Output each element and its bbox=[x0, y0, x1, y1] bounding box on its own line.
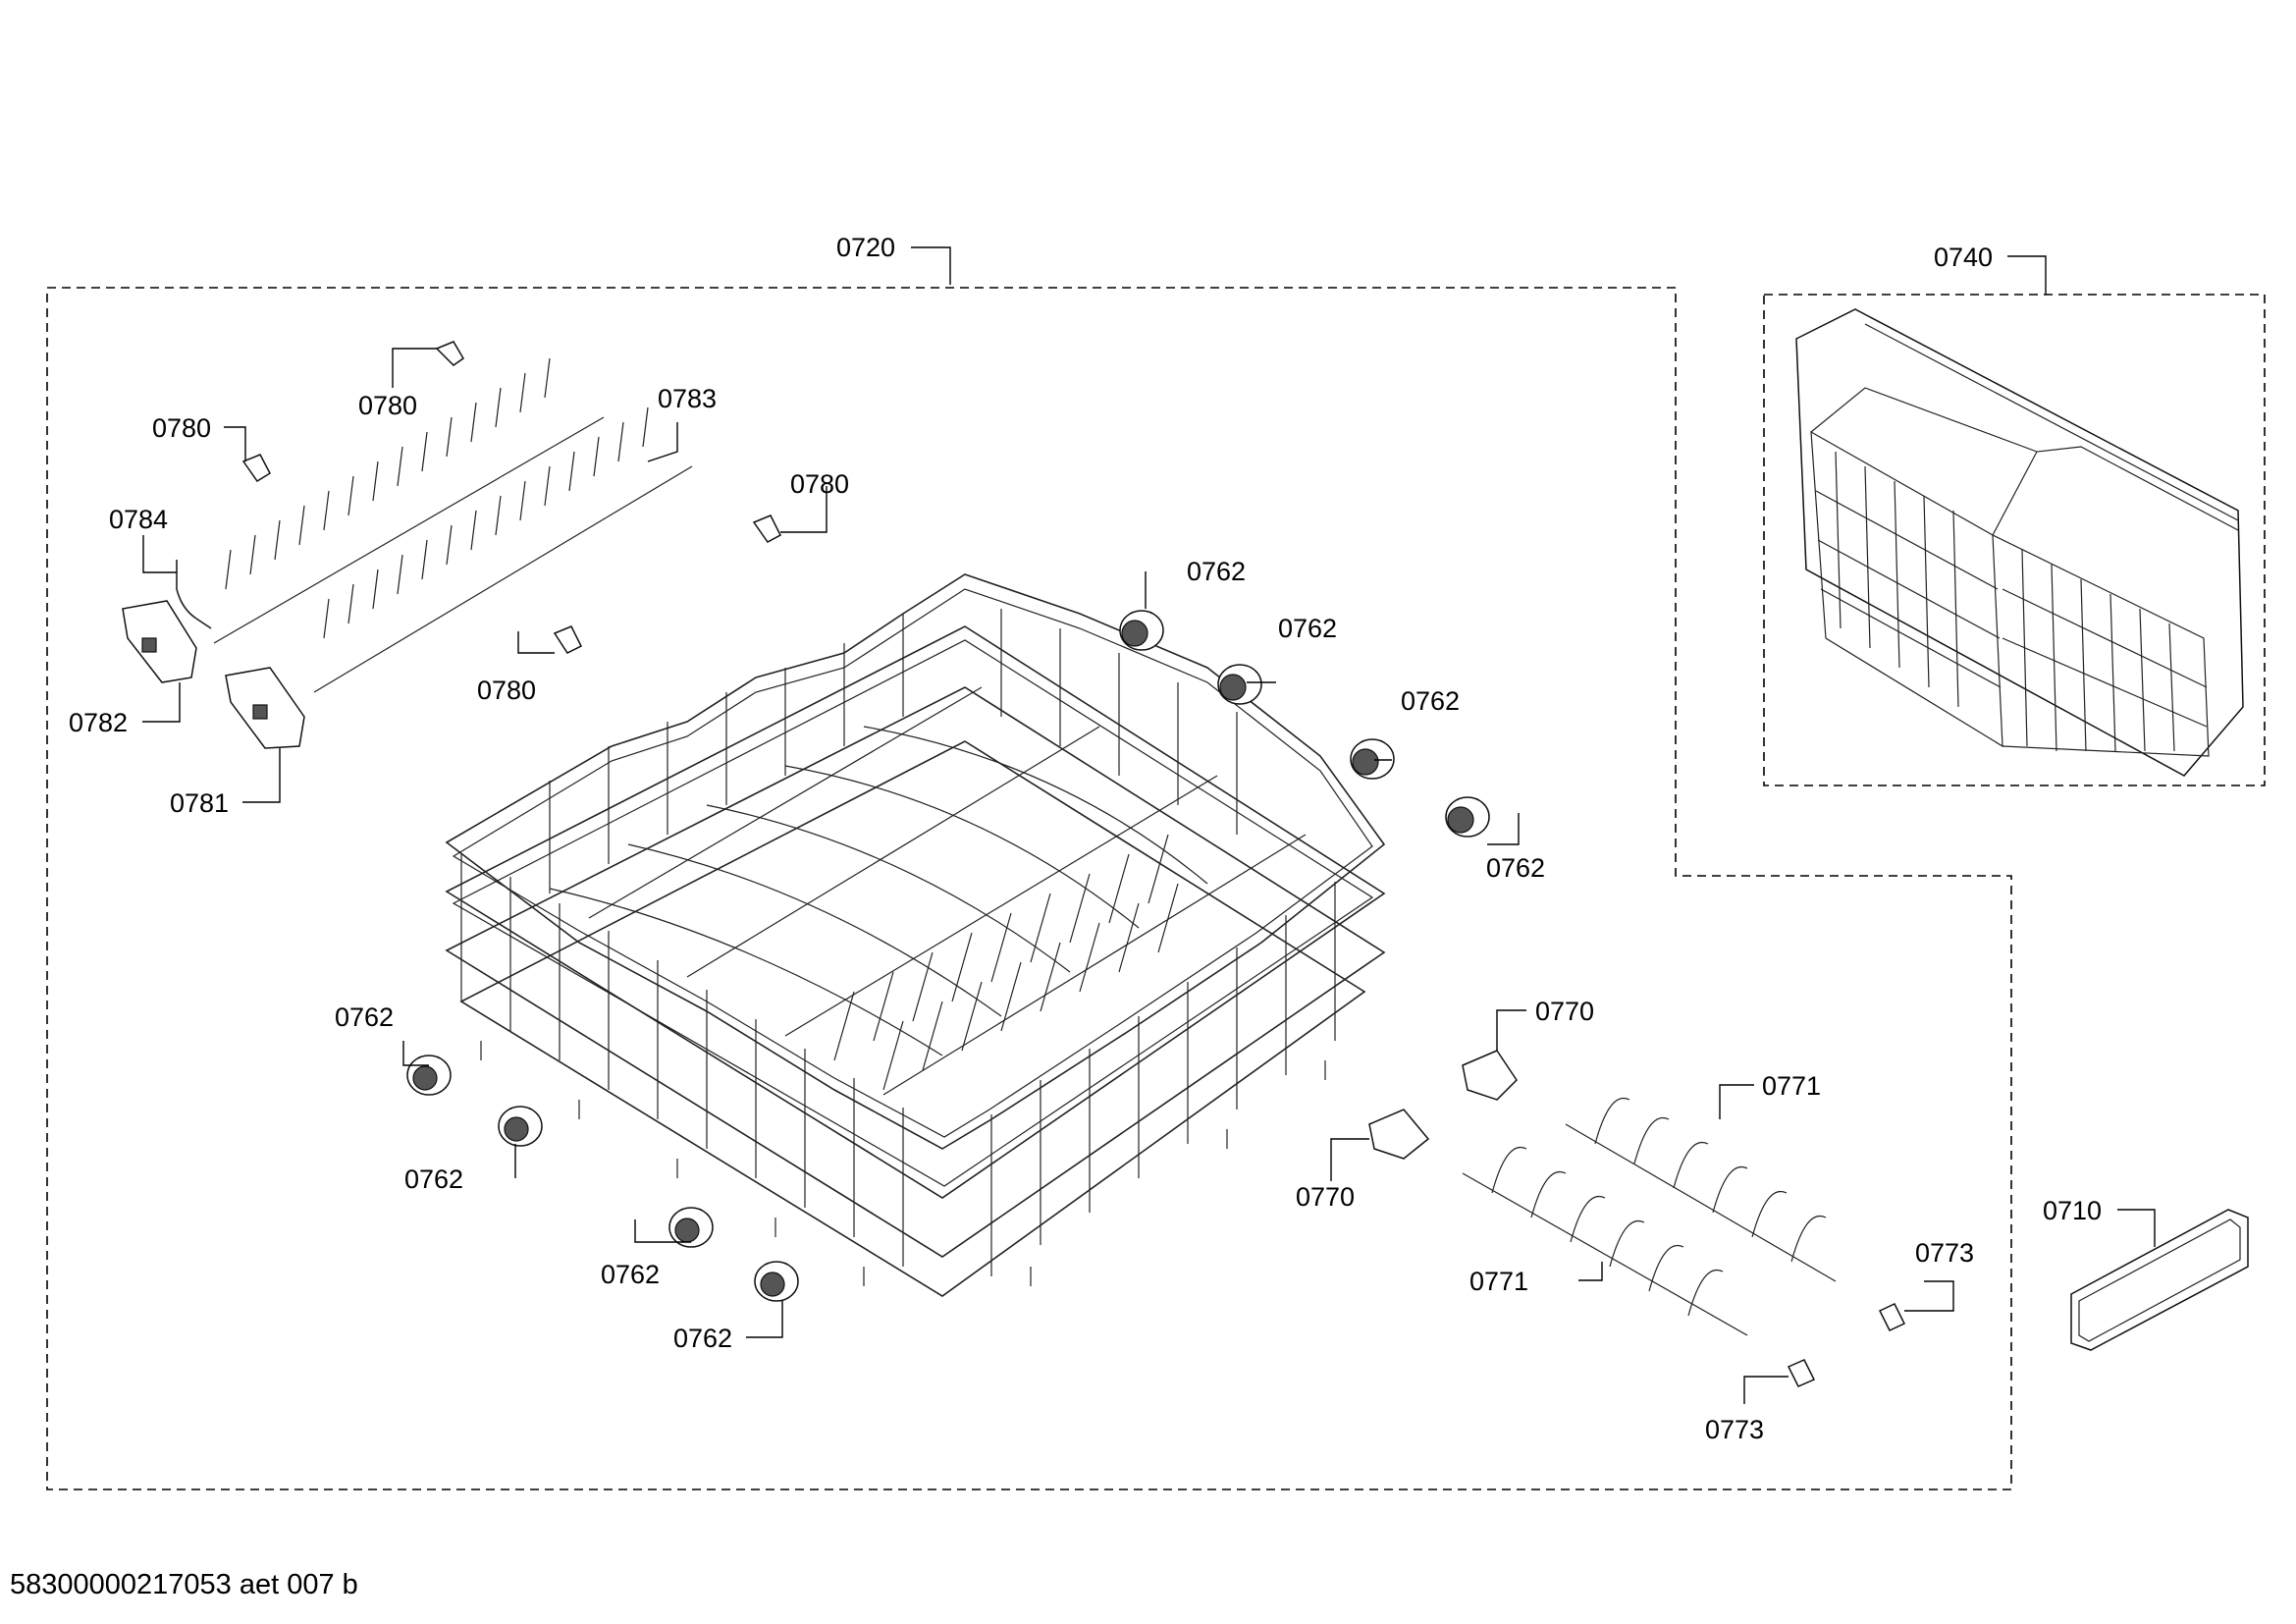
label-0740: 0740 bbox=[1934, 243, 1993, 272]
clip-0773-a-drawing bbox=[1878, 1303, 1906, 1331]
wheel-0762-drawing-8 bbox=[754, 1261, 799, 1302]
label-0762: 0762 bbox=[404, 1164, 463, 1194]
holder-0781-drawing bbox=[225, 667, 305, 749]
label-0770: 0770 bbox=[1296, 1182, 1355, 1212]
clip-0780-a-drawing bbox=[435, 341, 464, 366]
label-0771: 0771 bbox=[1469, 1267, 1528, 1296]
label-0762: 0762 bbox=[1401, 686, 1460, 716]
wheel-0762-drawing-5 bbox=[406, 1055, 452, 1096]
wheel-0762-drawing-4 bbox=[1445, 796, 1490, 838]
lower-rack-drawing bbox=[445, 573, 1386, 1297]
holder-0770-b-drawing bbox=[1368, 1109, 1430, 1160]
label-0773: 0773 bbox=[1705, 1415, 1764, 1444]
tine-rows-0771-drawing bbox=[1462, 1097, 1837, 1336]
assembly-0740-boundary bbox=[1763, 294, 2266, 786]
clip-0780-c-drawing bbox=[752, 514, 781, 543]
label-0771: 0771 bbox=[1762, 1071, 1821, 1101]
tine-rows-0783-drawing bbox=[213, 357, 693, 693]
label-0780: 0780 bbox=[152, 413, 211, 443]
label-0773: 0773 bbox=[1915, 1238, 1974, 1268]
label-0720: 0720 bbox=[836, 233, 895, 262]
label-0762: 0762 bbox=[673, 1324, 732, 1353]
label-0770: 0770 bbox=[1535, 997, 1594, 1026]
wire-0784-drawing bbox=[176, 560, 212, 629]
holder-0782-drawing bbox=[122, 600, 197, 683]
label-0762: 0762 bbox=[1278, 614, 1337, 643]
label-0762: 0762 bbox=[1187, 557, 1246, 586]
wheel-0762-drawing-2 bbox=[1217, 664, 1262, 705]
label-0783: 0783 bbox=[658, 384, 717, 413]
clip-0773-b-drawing bbox=[1787, 1359, 1816, 1387]
label-0762: 0762 bbox=[601, 1260, 660, 1289]
holder-0770-a-drawing bbox=[1462, 1050, 1518, 1101]
clip-0780-d-drawing bbox=[553, 625, 583, 654]
label-0762: 0762 bbox=[1486, 853, 1545, 883]
assembly-0720-boundary bbox=[46, 287, 2012, 1490]
clip-0780-b-drawing bbox=[241, 454, 271, 483]
wheel-0762-drawing-6 bbox=[498, 1106, 543, 1147]
wheel-0762-drawing-3 bbox=[1350, 738, 1395, 780]
label-0784: 0784 bbox=[109, 505, 168, 534]
label-0780: 0780 bbox=[358, 391, 417, 420]
wheel-0762-drawing-7 bbox=[668, 1207, 714, 1248]
label-0781: 0781 bbox=[170, 788, 229, 818]
label-0780: 0780 bbox=[790, 469, 849, 499]
wheel-0762-drawing-1 bbox=[1119, 610, 1164, 651]
handle-0710-drawing bbox=[2070, 1209, 2249, 1351]
document-code: 58300000217053 aet 007 b bbox=[10, 1569, 358, 1600]
cutlery-basket-0740-drawing bbox=[1795, 308, 2244, 777]
leader-lines bbox=[142, 246, 2156, 1404]
label-0762: 0762 bbox=[335, 1002, 394, 1032]
label-0782: 0782 bbox=[69, 708, 128, 737]
label-0710: 0710 bbox=[2043, 1196, 2102, 1225]
label-0780: 0780 bbox=[477, 676, 536, 705]
